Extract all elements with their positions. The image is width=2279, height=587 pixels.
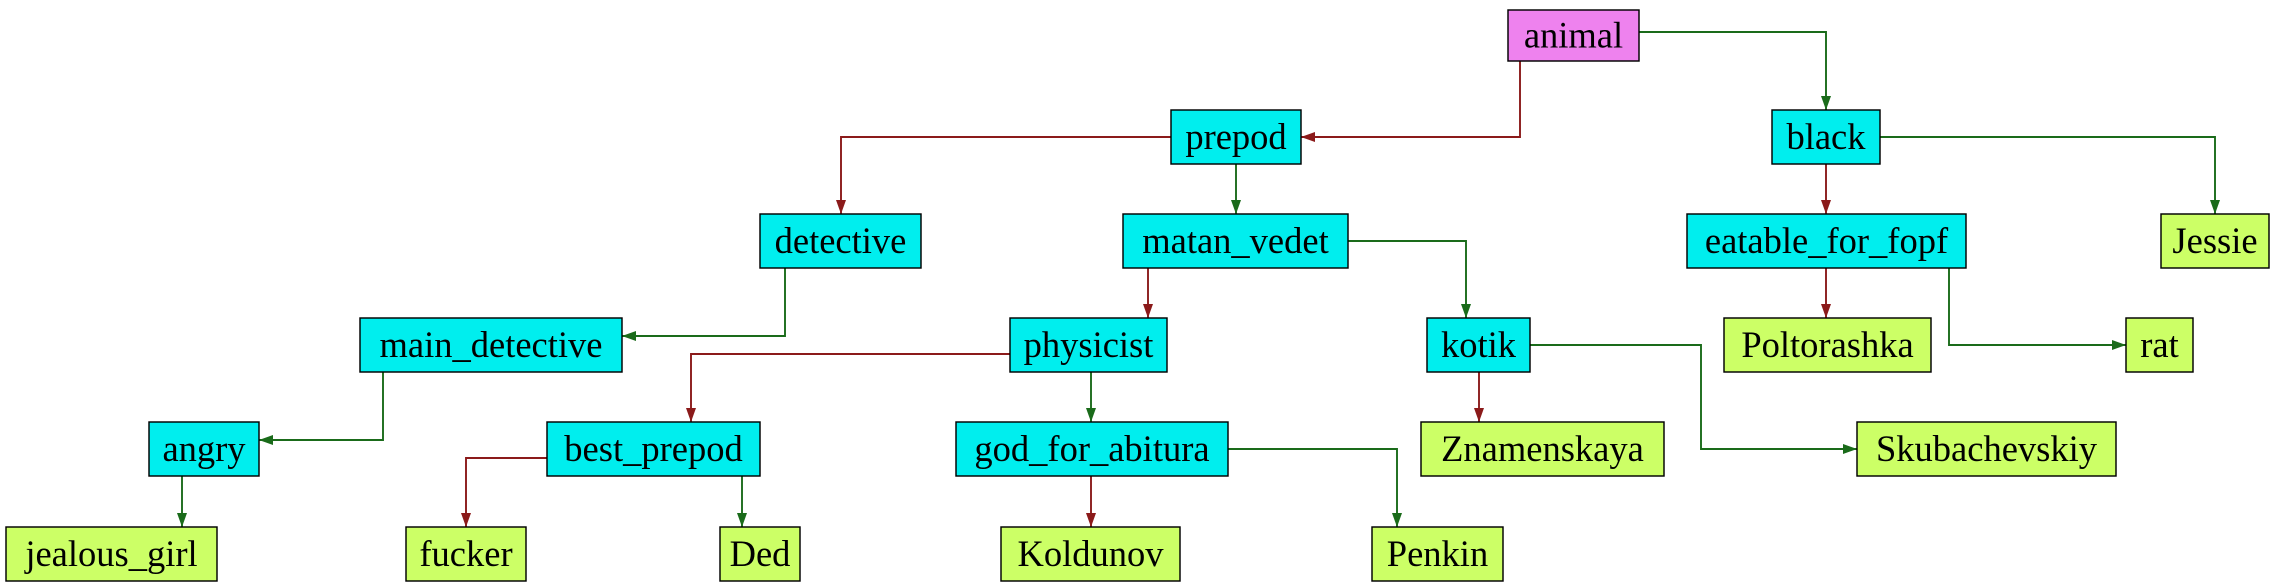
- node-poltorashka: Poltorashka: [1723, 317, 1932, 373]
- edge-black-to-jessie: [1880, 136, 2220, 214]
- node-box-matan-vedet: [1122, 213, 1349, 269]
- edge-physicist-to-best-prepod: [686, 353, 1010, 422]
- node-box-angry: [148, 421, 260, 477]
- node-label-matan-vedet: matan_vedet: [1142, 220, 1328, 261]
- nodes-layer: animal prepod black detective matan_vedet eat…: [5, 9, 2270, 582]
- node-box-ded: [719, 526, 801, 582]
- node-label-animal: animal: [1524, 15, 1623, 56]
- node-label-god-for-abitura: god_for_abitura: [974, 428, 1209, 469]
- node-box-poltorashka: [1723, 317, 1932, 373]
- node-box-eatable-for-fopf: [1686, 213, 1967, 269]
- node-box-jessie: [2160, 213, 2270, 269]
- node-label-best-prepod: best_prepod: [564, 428, 742, 469]
- node-eatable-for-fopf: eatable_for_fopf: [1686, 213, 1967, 269]
- node-detective: detective: [759, 213, 922, 269]
- node-box-skubachevskiy: [1856, 421, 2117, 477]
- edge-matan-vedet-to-kotik: [1348, 240, 1471, 318]
- node-fucker: fucker: [405, 526, 527, 582]
- node-box-koldunov: [1000, 526, 1181, 582]
- node-best-prepod: best_prepod: [546, 421, 761, 477]
- node-box-znamenskaya: [1420, 421, 1665, 477]
- node-label-physicist: physicist: [1024, 324, 1154, 365]
- node-box-rat: [2125, 317, 2194, 373]
- node-box-god-for-abitura: [955, 421, 1229, 477]
- node-jessie: Jessie: [2160, 213, 2270, 269]
- node-animal: animal: [1507, 9, 1640, 62]
- node-label-eatable-for-fopf: eatable_for_fopf: [1705, 220, 1949, 261]
- edge-main-detective-to-angry: [259, 372, 384, 445]
- node-box-jealous-girl: [5, 526, 218, 582]
- node-box-best-prepod: [546, 421, 761, 477]
- edge-eatable-for-fopf-to-rat: [1948, 268, 2126, 350]
- node-box-kotik: [1426, 317, 1531, 373]
- node-label-detective: detective: [775, 220, 907, 261]
- node-label-skubachevskiy: Skubachevskiy: [1876, 428, 2098, 469]
- node-label-znamenskaya: Znamenskaya: [1441, 428, 1644, 469]
- node-angry: angry: [148, 421, 260, 477]
- node-god-for-abitura: god_for_abitura: [955, 421, 1229, 477]
- edges-layer: [177, 31, 2220, 527]
- edge-best-prepod-to-fucker: [461, 457, 547, 527]
- node-label-jessie: Jessie: [2172, 220, 2257, 261]
- node-kotik: kotik: [1426, 317, 1531, 373]
- node-black: black: [1771, 109, 1881, 165]
- node-label-poltorashka: Poltorashka: [1741, 324, 1913, 365]
- node-prepod: prepod: [1170, 109, 1302, 165]
- node-label-penkin: Penkin: [1387, 533, 1488, 574]
- node-box-physicist: [1009, 317, 1168, 373]
- node-label-rat: rat: [2140, 324, 2179, 365]
- node-label-black: black: [1786, 116, 1866, 157]
- node-label-ded: Ded: [730, 533, 791, 574]
- node-label-jealous-girl: jealous_girl: [23, 533, 197, 574]
- node-main-detective: main_detective: [359, 317, 623, 373]
- node-box-black: [1771, 109, 1881, 165]
- node-skubachevskiy: Skubachevskiy: [1856, 421, 2117, 477]
- edge-animal-to-prepod: [1301, 61, 1521, 142]
- node-penkin: Penkin: [1371, 526, 1504, 582]
- node-box-main-detective: [359, 317, 623, 373]
- node-jealous-girl: jealous_girl: [5, 526, 218, 582]
- edge-kotik-to-skubachevskiy: [1530, 344, 1857, 454]
- edge-animal-to-black: [1639, 31, 1831, 110]
- edge-detective-to-main-detective: [622, 268, 786, 341]
- node-physicist: physicist: [1009, 317, 1168, 373]
- node-label-angry: angry: [162, 428, 246, 469]
- node-matan-vedet: matan_vedet: [1122, 213, 1349, 269]
- node-label-koldunov: Koldunov: [1018, 533, 1165, 574]
- node-rat: rat: [2125, 317, 2194, 373]
- node-box-fucker: [405, 526, 527, 582]
- node-znamenskaya: Znamenskaya: [1420, 421, 1665, 477]
- node-koldunov: Koldunov: [1000, 526, 1181, 582]
- node-label-fucker: fucker: [419, 533, 512, 574]
- node-label-main-detective: main_detective: [380, 324, 603, 365]
- node-ded: Ded: [719, 526, 801, 582]
- node-box-detective: [759, 213, 922, 269]
- node-label-kotik: kotik: [1441, 324, 1517, 365]
- node-box-animal: [1507, 9, 1640, 62]
- edge-prepod-to-detective: [836, 136, 1171, 214]
- edge-god-for-abitura-to-penkin: [1228, 448, 1402, 527]
- node-label-prepod: prepod: [1185, 116, 1286, 157]
- node-box-prepod: [1170, 109, 1302, 165]
- node-box-penkin: [1371, 526, 1504, 582]
